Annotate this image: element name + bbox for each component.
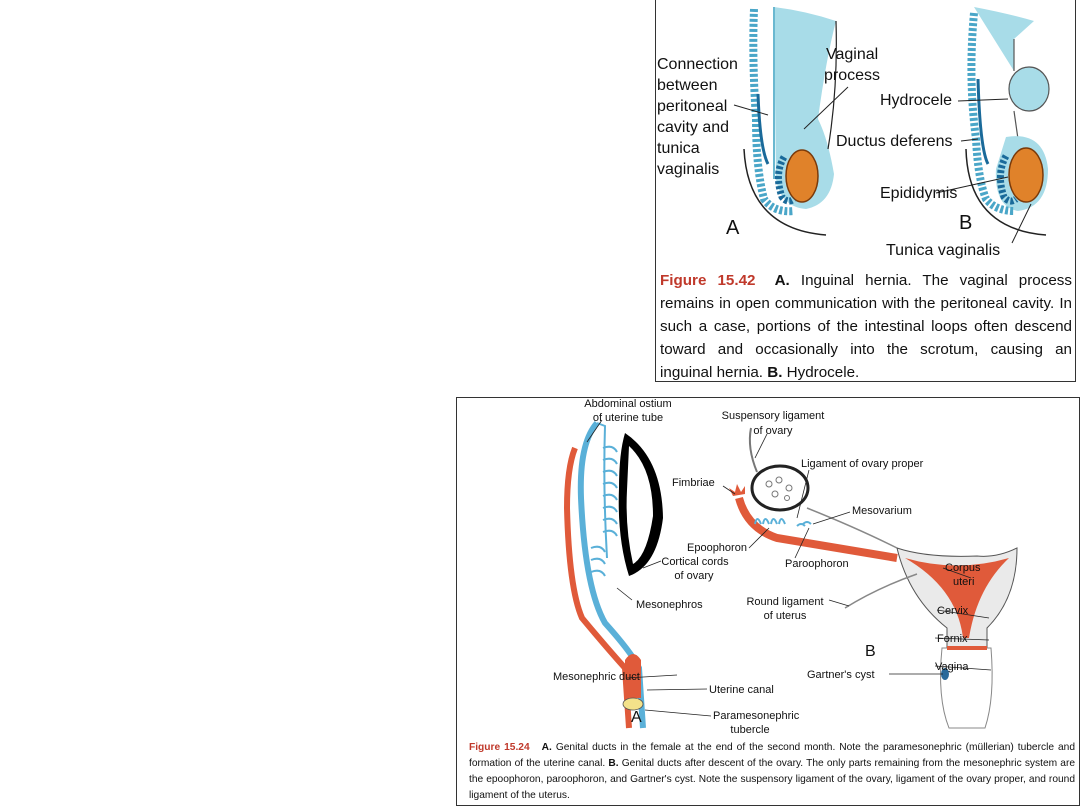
label-cortical-cords-line-1: Cortical cords bbox=[661, 556, 729, 568]
label-vaginal-process-line-2: process bbox=[824, 67, 880, 84]
label-gartners-cyst: Gartner's cyst bbox=[807, 669, 875, 681]
label-corpus-uteri-line-2: uteri bbox=[953, 576, 974, 588]
label-suspensory-ligament-line-2: of ovary bbox=[753, 425, 793, 437]
caption-text-a: Inguinal hernia. The vaginal process rem… bbox=[660, 272, 1072, 381]
caption-text-b: Hydrocele. bbox=[786, 364, 860, 381]
label-round-ligament-line-1: Round ligament bbox=[746, 596, 823, 608]
label-fimbriae: Fimbriae bbox=[672, 477, 715, 489]
label-ligament-ovary-proper: Ligament of ovary proper bbox=[801, 458, 924, 470]
panel-a-letter: A bbox=[631, 709, 642, 726]
panel-b-genital-ducts-drawing bbox=[729, 427, 1018, 729]
label-uterine-canal: Uterine canal bbox=[709, 684, 774, 696]
label-connection-line-2: between bbox=[657, 77, 718, 94]
figure-number: Figure 15.42 bbox=[660, 272, 756, 289]
label-vaginal-process-line-1: Vaginal bbox=[826, 46, 878, 63]
label-fornix: Fornix bbox=[937, 633, 968, 645]
label-ductus-deferens: Ductus deferens bbox=[836, 133, 953, 150]
figure-15-42: Connection between peritoneal cavity and… bbox=[655, 0, 1076, 382]
panel-b-hydrocele-drawing bbox=[965, 7, 1050, 236]
panel-a-letter: A bbox=[726, 217, 740, 239]
label-connection-line-4: cavity and bbox=[657, 119, 729, 136]
label-mesonephric-duct: Mesonephric duct bbox=[553, 671, 640, 683]
label-round-ligament-line-2: of uterus bbox=[764, 610, 807, 622]
figure-15-24-illustration: Abdominal ostium of uterine tube Suspens… bbox=[553, 398, 1018, 736]
panel-b-letter: B bbox=[959, 212, 972, 234]
label-abdominal-ostium-line-2: of uterine tube bbox=[593, 412, 663, 424]
figure-15-42-caption: Figure 15.42 A. Inguinal hernia. The vag… bbox=[660, 269, 1072, 381]
figure-15-24-caption: Figure 15.24 A. Genital ducts in the fem… bbox=[469, 740, 1075, 804]
panel-a-genital-ducts-drawing bbox=[563, 420, 663, 729]
label-abdominal-ostium-line-1: Abdominal ostium bbox=[584, 398, 671, 410]
panel-a-hernia-drawing bbox=[743, 7, 837, 236]
figure-15-42-illustration: Connection between peritoneal cavity and… bbox=[657, 7, 1050, 259]
label-cervix: Cervix bbox=[937, 605, 969, 617]
label-cortical-cords-line-2: of ovary bbox=[674, 570, 714, 582]
figure-15-24: Abdominal ostium of uterine tube Suspens… bbox=[456, 397, 1080, 806]
label-connection-line-5: tunica bbox=[657, 140, 700, 157]
caption-marker-a: A. bbox=[774, 272, 790, 289]
caption-text-b: Genital ducts after descent of the ovary… bbox=[469, 758, 1075, 801]
figure-15-24-leader-lines bbox=[586, 419, 992, 717]
label-tunica-vaginalis: Tunica vaginalis bbox=[886, 242, 1000, 259]
label-hydrocele: Hydrocele bbox=[880, 92, 952, 109]
caption-marker-b: B. bbox=[608, 758, 619, 769]
figure-number: Figure 15.24 bbox=[469, 742, 530, 753]
label-connection-line-6: vaginalis bbox=[657, 161, 719, 178]
caption-marker-a: A. bbox=[541, 742, 552, 753]
label-vagina: Vagina bbox=[935, 661, 969, 673]
label-suspensory-ligament-line-1: Suspensory ligament bbox=[722, 410, 825, 422]
label-epoophoron: Epoophoron bbox=[687, 542, 747, 554]
label-paramesonephric-tubercle-line-1: Paramesonephric bbox=[713, 710, 800, 722]
label-connection-line-3: peritoneal bbox=[657, 98, 727, 115]
caption-marker-b: B. bbox=[767, 364, 783, 381]
label-corpus-uteri-line-1: Corpus bbox=[945, 562, 981, 574]
label-paramesonephric-tubercle-line-2: tubercle bbox=[730, 724, 769, 736]
label-mesovarium: Mesovarium bbox=[852, 505, 912, 517]
label-paroophoron: Paroophoron bbox=[785, 558, 849, 570]
figure-15-42-leader-lines bbox=[733, 86, 1032, 244]
caption-text-a: Genital ducts in the female at the end o… bbox=[469, 742, 1075, 769]
panel-b-letter: B bbox=[865, 643, 876, 660]
label-connection-line-1: Connection bbox=[657, 56, 738, 73]
label-epididymis: Epididymis bbox=[880, 185, 957, 202]
label-mesonephros: Mesonephros bbox=[636, 599, 703, 611]
